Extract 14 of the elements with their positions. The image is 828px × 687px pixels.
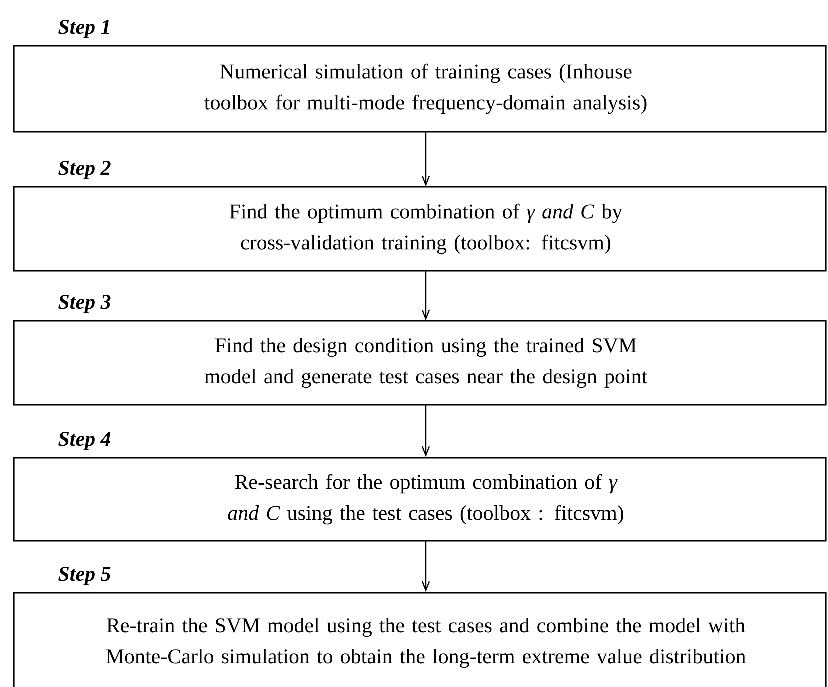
step-label: Step 1 [58, 20, 110, 38]
arrow [422, 405, 430, 458]
arrow [422, 132, 430, 187]
step-label: Step 2 [58, 161, 111, 180]
process-box: Find the optimum combination of γ and C by cross-validation training (toolbox: fitcsvm) [13, 186, 827, 272]
process-box: Re-search for the optimum combination of γ and C using the test cases (toolbox : fitcsvm) [13, 457, 827, 542]
step-label: Step 3 [58, 295, 111, 314]
step-label: Step 5 [58, 567, 111, 586]
arrow [422, 271, 430, 321]
process-box: Re-train the SVM model using the test cases and combine the model with Monte-Carlo simulation to obtain the long-term extreme value distribution [13, 592, 827, 687]
arrow [422, 540, 430, 592]
process-box: Numerical simulation of training cases (Inhouse toolbox for multi-mode frequency-domain analysis) [13, 45, 827, 133]
process-box: Find the design condition using the trained SVM model and generate test cases near the design point [13, 320, 827, 406]
step-label: Step 4 [58, 432, 111, 450]
